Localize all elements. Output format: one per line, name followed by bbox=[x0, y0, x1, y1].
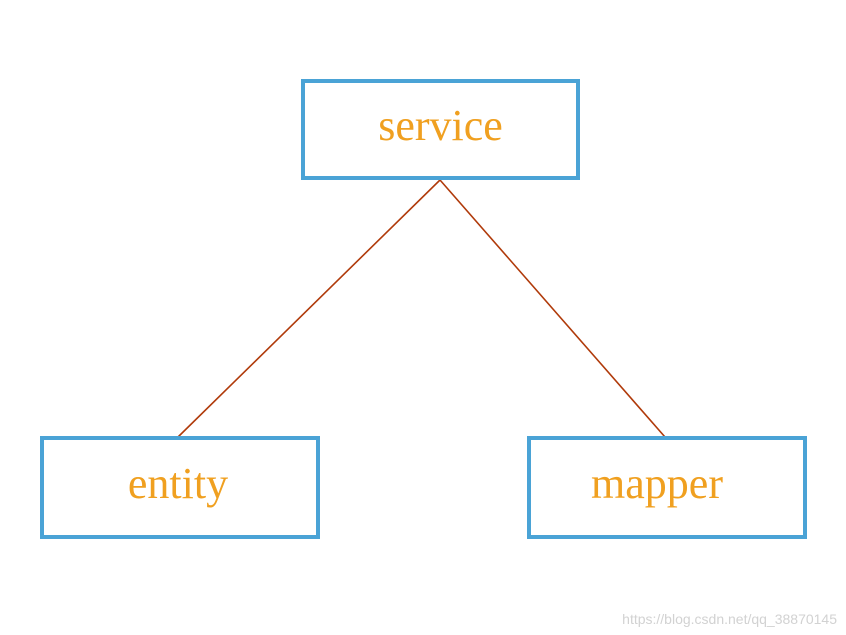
mapper-node[interactable]: mapper bbox=[527, 436, 807, 539]
service-node[interactable]: service bbox=[301, 79, 580, 180]
service-label: service bbox=[378, 100, 503, 150]
entity-label: entity bbox=[127, 458, 229, 508]
entity-node[interactable]: entity bbox=[40, 436, 320, 539]
watermark: https://blog.csdn.net/qq_38870145 bbox=[622, 611, 837, 627]
connector-service-entity bbox=[177, 179, 441, 438]
connector-service-mapper bbox=[439, 179, 666, 438]
mapper-label: mapper bbox=[591, 458, 723, 508]
